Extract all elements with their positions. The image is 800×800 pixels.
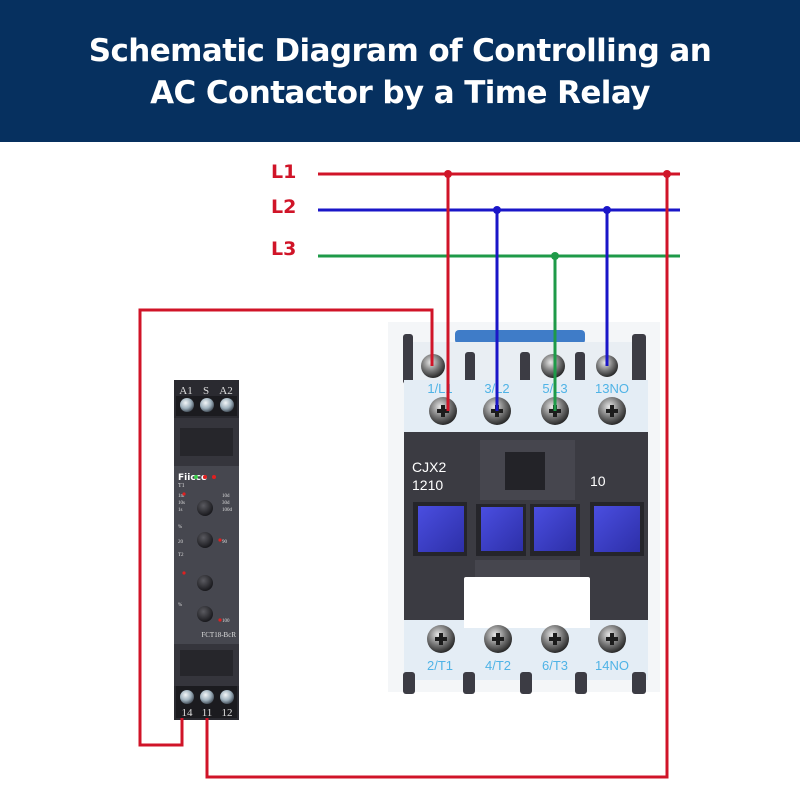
relay-terminal-label-A2: A2 (219, 385, 232, 397)
contactor-foot (520, 672, 532, 694)
led-r2-icon (212, 475, 216, 479)
relay-dial-scale-text: 1m 10s 1s 10d 30d 100d % 20 90 T2 % 100 (178, 494, 233, 624)
junction-dot-icon (663, 170, 671, 178)
wire-coil-to-relay-14 (138, 308, 434, 747)
label-L3: L3 (271, 238, 297, 260)
scale-pct-right: 100 (222, 619, 230, 624)
contactor-post (632, 334, 646, 384)
scale-t1-left: 1m (178, 494, 185, 499)
scale-pct-left: 20 (178, 540, 184, 545)
scale-t1-right: 100d (222, 508, 233, 513)
wires (138, 172, 680, 779)
scale-t1-left: 10s (178, 501, 185, 506)
screw-icon[interactable] (427, 625, 455, 653)
wire-relay-11-to-L1 (205, 174, 669, 779)
header-banner: Schematic Diagram of Controlling an AC C… (0, 0, 800, 142)
relay-screw-icon[interactable] (200, 690, 214, 704)
junction-dot-icon (444, 170, 452, 178)
contactor-post (520, 352, 530, 384)
dial-knob-t2[interactable] (197, 575, 213, 591)
screw-icon[interactable] (598, 625, 626, 653)
contactor-label-plate (464, 577, 590, 627)
relay-model: FCT18-BcR (201, 631, 236, 639)
label-L1: L1 (271, 161, 297, 183)
terminal-label-6T3: 6/T3 (542, 658, 568, 673)
relay-lower-window (180, 650, 233, 676)
relay-terminal-label-A1: A1 (179, 385, 192, 397)
contactor-aux-code: 10 (590, 473, 606, 489)
contactor-foot (575, 672, 587, 694)
contactor-foot (463, 672, 475, 694)
terminal-label-2T1: 2/T1 (427, 658, 453, 673)
contactor-top-strip (455, 330, 585, 344)
dial-knob-pct2[interactable] (197, 606, 213, 622)
contactor-foot (403, 672, 415, 694)
led-un-icon (194, 475, 198, 479)
screw-icon[interactable] (598, 397, 626, 425)
relay-terminal-label-11: 11 (202, 707, 213, 719)
terminal-label-13NO: 13NO (595, 381, 629, 396)
terminal-label-4T2: 4/T2 (485, 658, 511, 673)
junction-dot-icon (603, 206, 611, 214)
junction-dot-icon (551, 252, 559, 260)
terminal-label-1L1: 1/L1 (427, 381, 452, 396)
terminal-label-14NO: 14NO (595, 658, 629, 673)
dial-t1-label: T1 (178, 483, 185, 489)
scale-t1-left: 1s (178, 508, 183, 513)
dial-knob-t1[interactable] (197, 500, 213, 516)
scale-pct-right: 90 (222, 540, 228, 545)
contactor-foot (632, 672, 646, 694)
scale-pct-label: % (178, 603, 182, 608)
label-L2: L2 (271, 196, 297, 218)
scale-t1-right: 10d (222, 494, 230, 499)
relay-screw-icon[interactable] (200, 398, 214, 412)
led-r1-icon (203, 475, 207, 479)
title-line-1: Schematic Diagram of Controlling an (88, 33, 712, 69)
screw-icon[interactable] (541, 625, 569, 653)
dial-knob-pct1[interactable] (197, 532, 213, 548)
contactor-post (575, 352, 585, 384)
contactor-post (465, 352, 475, 384)
dial-marker-icon (218, 538, 222, 542)
junction-dot-icon (493, 206, 501, 214)
contactor-lower-block (475, 560, 580, 580)
relay-screw-icon[interactable] (180, 690, 194, 704)
contactor-model-line1: CJX2 (412, 459, 446, 475)
scale-t1-right: 30d (222, 501, 230, 506)
screw-icon[interactable] (429, 397, 457, 425)
contactor-body-window (505, 452, 545, 490)
contactor-post (403, 334, 413, 384)
page-title: Schematic Diagram of Controlling an AC C… (88, 30, 712, 114)
relay-screw-icon[interactable] (220, 398, 234, 412)
scale-pct-label: % (178, 525, 182, 530)
relay-brand: Fiicco (178, 473, 207, 483)
dial-marker-icon (182, 571, 186, 575)
relay-terminal-label-S: S (203, 385, 209, 397)
relay-terminal-label-12: 12 (222, 707, 233, 719)
junction-dots (444, 170, 671, 260)
blue-indicator-button[interactable] (534, 507, 576, 551)
contactor-model-line2: 1210 (412, 477, 443, 493)
dial-marker-icon (182, 492, 186, 496)
dial-t2-label: T2 (178, 553, 184, 558)
dial-marker-icon (218, 618, 222, 622)
title-line-2: AC Contactor by a Time Relay (150, 75, 650, 111)
screw-icon[interactable] (484, 625, 512, 653)
blue-indicator-button[interactable] (418, 506, 464, 552)
time-relay: A1 S A2 Fiicco T1 1m 10s 1s 10d 30d 100d… (174, 380, 239, 720)
relay-terminal-label-14: 14 (182, 707, 194, 719)
relay-upper-window (180, 428, 233, 456)
label-plate-edge (464, 620, 590, 628)
blue-indicator-button[interactable] (481, 507, 523, 551)
relay-screw-icon[interactable] (180, 398, 194, 412)
blue-indicator-button[interactable] (594, 506, 640, 552)
relay-screw-icon[interactable] (220, 690, 234, 704)
ac-contactor: 1/L1 3/L2 5/L3 13NO CJX2 1210 10 (388, 322, 660, 694)
